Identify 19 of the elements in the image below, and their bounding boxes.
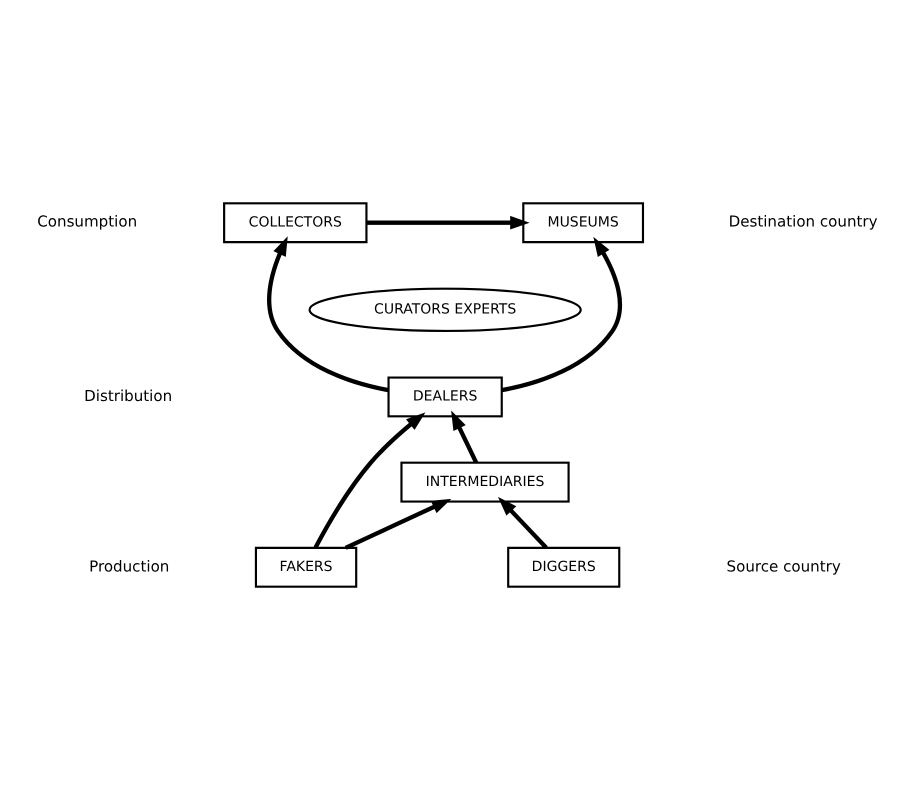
label: Destination country xyxy=(728,212,878,230)
label: Source country xyxy=(726,556,841,575)
arrow xyxy=(451,410,478,464)
node-box: FAKERS xyxy=(254,546,358,588)
arrow xyxy=(501,236,622,392)
arrow xyxy=(314,412,426,548)
label: Production xyxy=(89,556,170,575)
node-box: MUSEUMS xyxy=(522,202,644,243)
arrow xyxy=(498,496,548,549)
node-box: COLLECTORS xyxy=(223,202,368,243)
node-box: DEALERS xyxy=(387,376,503,417)
node-ellipse: CURATORS EXPERTS xyxy=(308,287,582,332)
arrow xyxy=(366,215,530,230)
label: Consumption xyxy=(37,212,138,230)
label: Distribution xyxy=(84,386,172,404)
node-box: DIGGERS xyxy=(507,546,620,588)
arrow xyxy=(267,236,389,392)
arrow xyxy=(344,498,452,550)
node-box: INTERMEDIARIES xyxy=(400,461,570,502)
